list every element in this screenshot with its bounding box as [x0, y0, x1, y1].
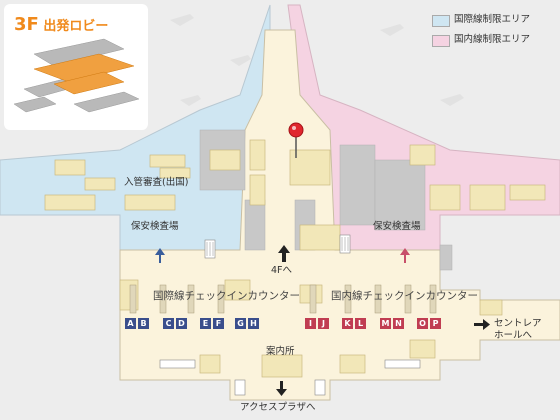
- floor-title: 出発ロビー: [43, 19, 109, 34]
- dom-counter-group-mn: M N: [380, 318, 404, 329]
- counter-n: N: [393, 318, 404, 329]
- inset-title: 3F 出発ロビー: [14, 14, 108, 35]
- info-desk-label: 案内所: [266, 346, 295, 357]
- counter-b: B: [138, 318, 149, 329]
- legend-swatch-international: [432, 15, 450, 27]
- airplane-decorations: [170, 14, 464, 106]
- location-pin-icon: [288, 122, 304, 158]
- arrow-up-icon: [155, 248, 165, 263]
- counter-c: C: [163, 318, 174, 329]
- arrow-up-icon: [278, 245, 290, 262]
- counter-f: F: [213, 318, 224, 329]
- counter-m: M: [380, 318, 391, 329]
- counter-i: I: [305, 318, 316, 329]
- dom-counter-group-ij: I J: [305, 318, 329, 329]
- arrow-up-icon: [400, 248, 410, 263]
- to-access-plaza-label: アクセスプラザへ: [240, 402, 316, 413]
- dom-counter-group-kl: K L: [342, 318, 366, 329]
- counter-p: P: [430, 318, 441, 329]
- arrow-right-icon: [474, 319, 490, 330]
- intl-counter-group-ef: E F: [200, 318, 224, 329]
- counter-o: O: [417, 318, 428, 329]
- arrow-down-icon: [276, 381, 287, 396]
- legend-domestic: 国内線制限エリア: [454, 34, 531, 45]
- counter-h: H: [248, 318, 259, 329]
- counter-l: L: [355, 318, 366, 329]
- counter-k: K: [342, 318, 353, 329]
- counter-g: G: [235, 318, 246, 329]
- intl-counter-group-gh: G H: [235, 318, 259, 329]
- to-central-hall-label: セントレア ホールへ: [494, 318, 542, 341]
- counter-a: A: [125, 318, 136, 329]
- counter-j: J: [318, 318, 329, 329]
- dom-counter-group-op: O P: [417, 318, 441, 329]
- counter-e: E: [200, 318, 211, 329]
- to-4f-label: 4Fへ: [271, 265, 293, 276]
- floor-number: 3F: [14, 14, 39, 35]
- security-left-label: 保安検査場: [131, 221, 179, 232]
- intl-counter-group-ab: A B: [125, 318, 149, 329]
- dom-checkin-label: 国内線チェックインカウンター: [331, 290, 478, 302]
- legend-swatch-domestic: [432, 35, 450, 47]
- intl-counter-group-cd: C D: [163, 318, 187, 329]
- floor-inset: 3F 出発ロビー: [4, 4, 148, 130]
- counter-d: D: [176, 318, 187, 329]
- intl-checkin-label: 国際線チェックインカウンター: [153, 290, 300, 302]
- legend-international: 国際線制限エリア: [454, 14, 531, 25]
- inset-3d-diagram: [13, 38, 140, 113]
- security-right-label: 保安検査場: [373, 221, 421, 232]
- immigration-label: 入管審査(出国): [124, 177, 189, 188]
